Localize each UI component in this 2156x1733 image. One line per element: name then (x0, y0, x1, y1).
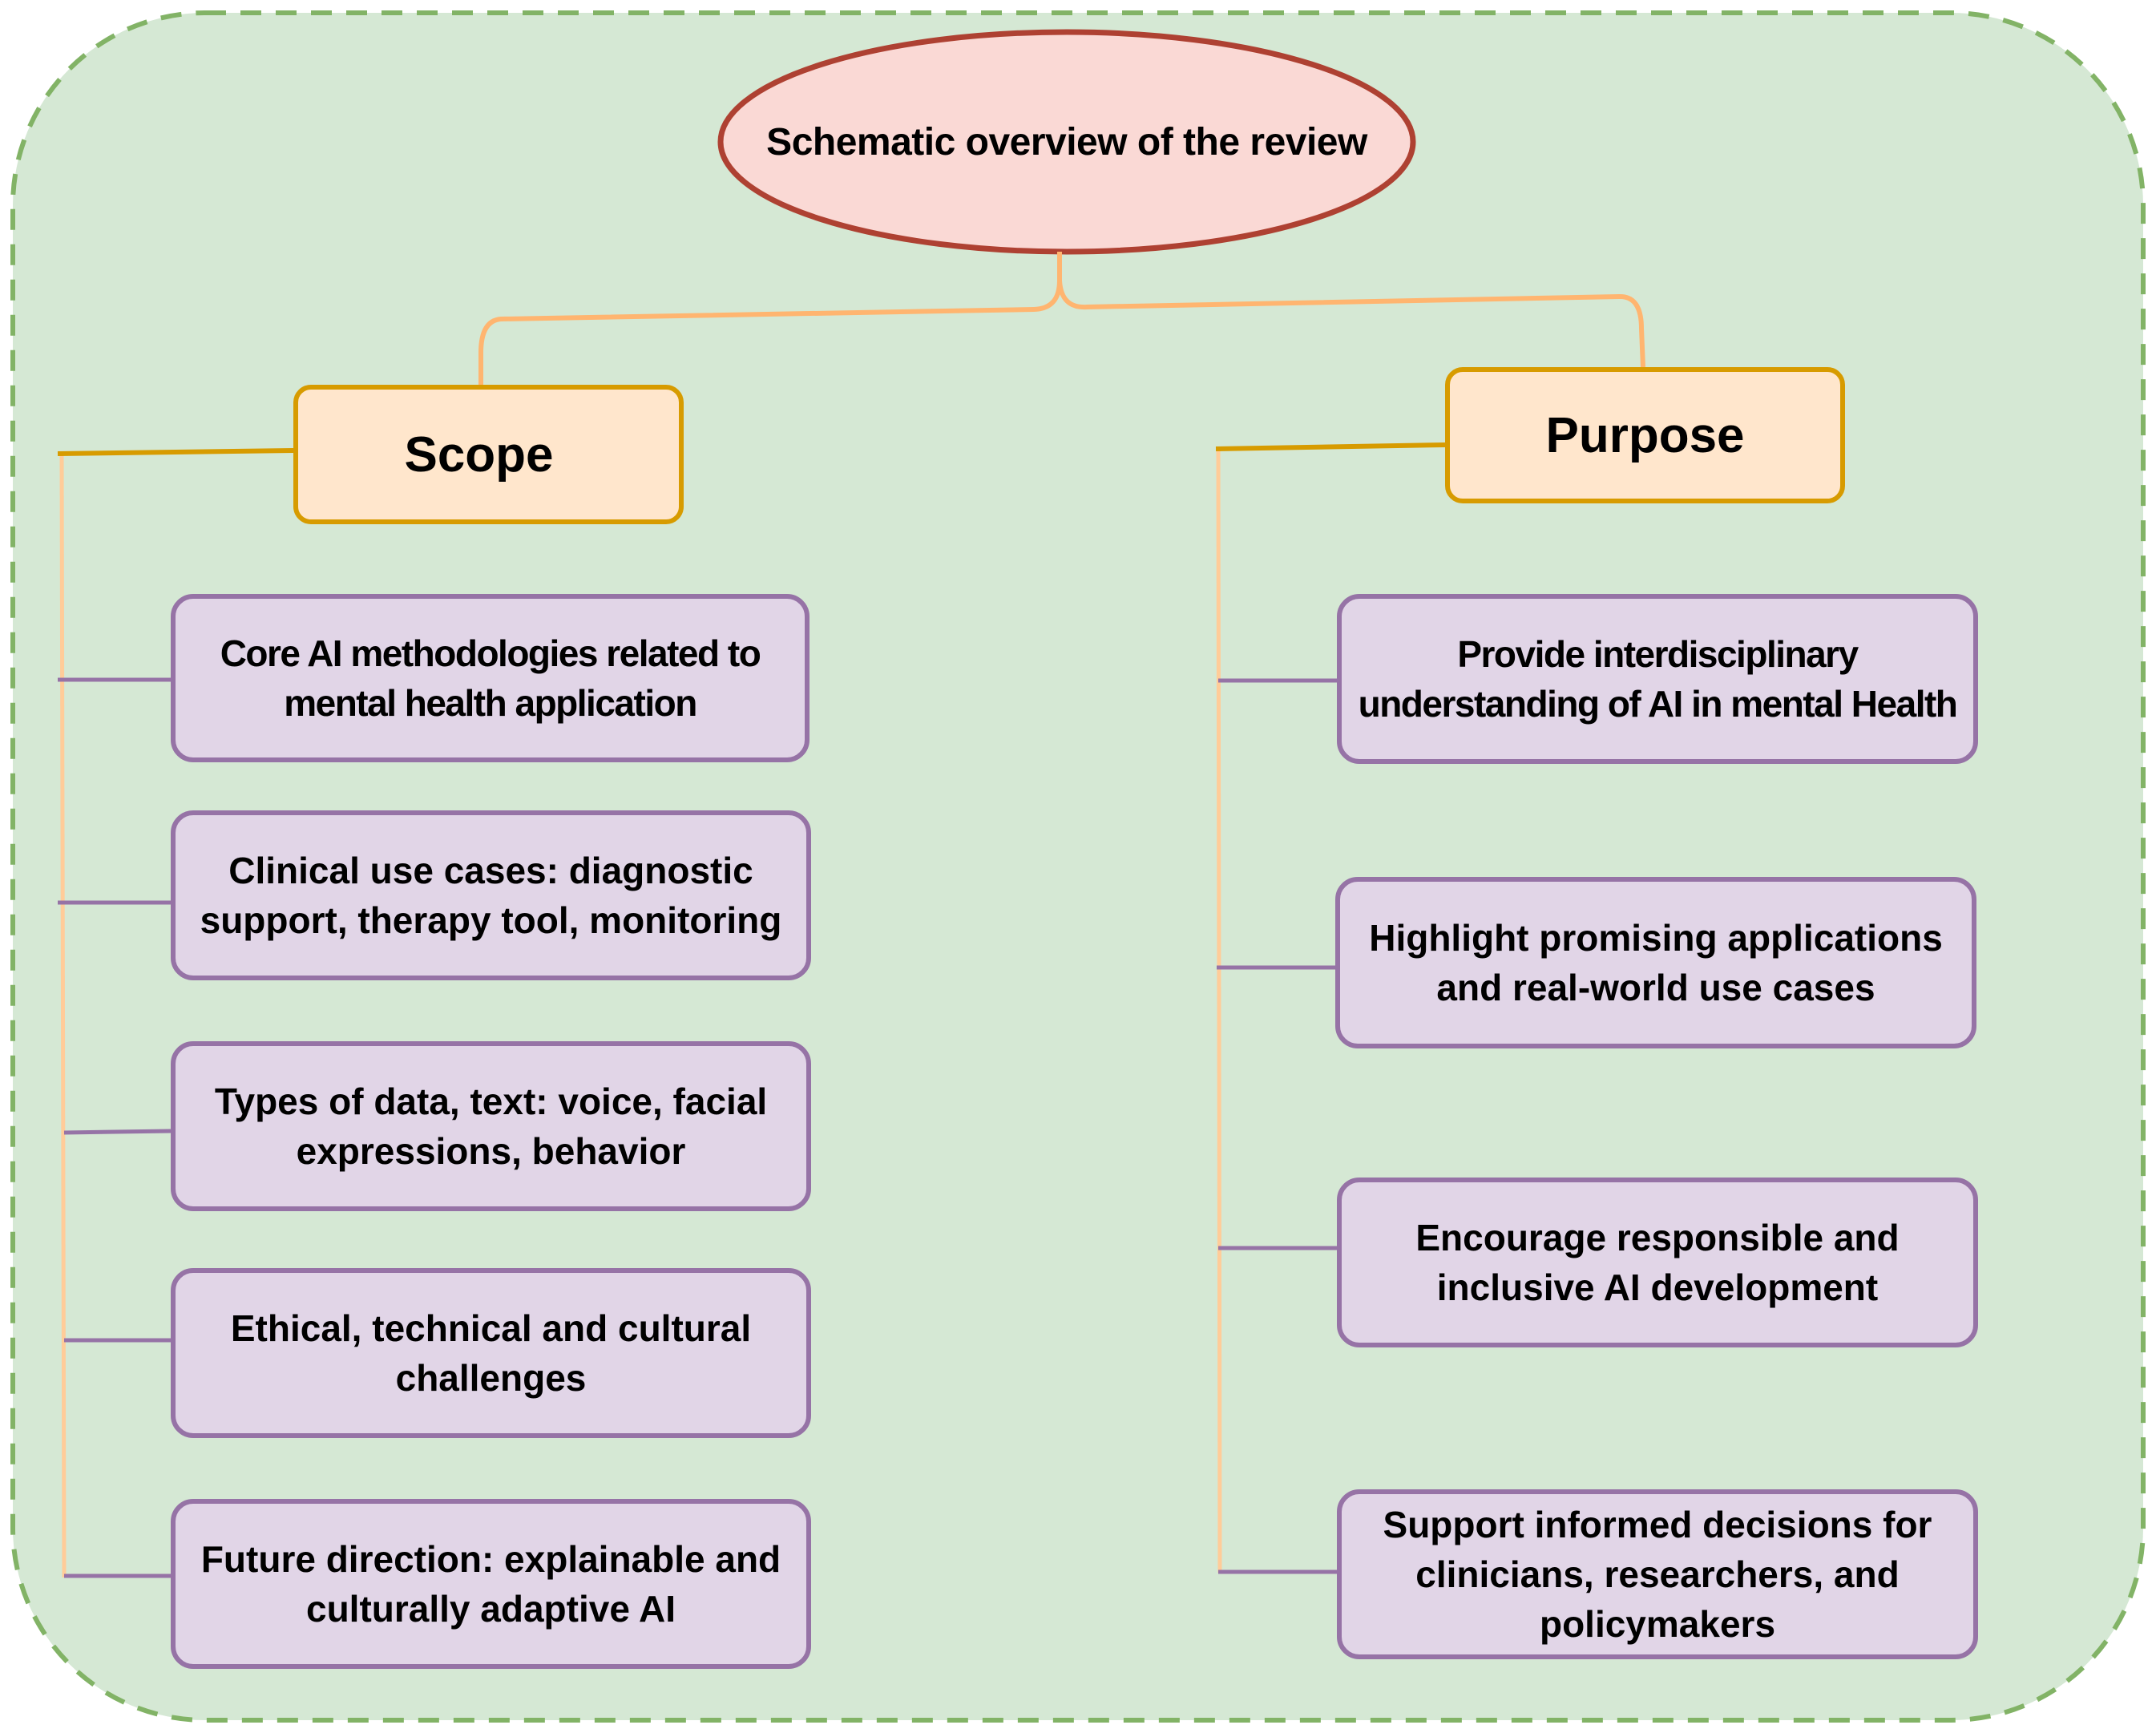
scope-item: Types of data, text: voice, facial expre… (171, 1041, 811, 1211)
branch-connector-purpose (1057, 252, 1645, 368)
purpose-item: Support informed decisions for clinician… (1337, 1489, 1978, 1659)
purpose-item: Encourage responsible and inclusive AI d… (1337, 1178, 1978, 1347)
scope-item-text: Types of data, text: voice, facial expre… (214, 1081, 768, 1172)
purpose-item-text: Encourage responsible and inclusive AI d… (1415, 1217, 1900, 1308)
scope-spine (59, 453, 67, 1578)
scope-item-text: Future direction: explainable and cultur… (200, 1538, 781, 1630)
purpose-spine (1216, 448, 1222, 1573)
purpose-item-text: Support informed decisions for clinician… (1383, 1504, 1932, 1645)
branch-connector-scope (478, 252, 1062, 385)
scope-header-link (57, 448, 294, 456)
purpose-header: Purpose (1445, 367, 1845, 503)
purpose-header-link (1215, 442, 1446, 451)
title-node: Schematic overview of the review (721, 32, 1413, 252)
scope-item-link (63, 1129, 172, 1135)
purpose-item: Provide interdisciplinary understanding … (1337, 594, 1978, 764)
scope-item: Core AI methodologies related to mental … (171, 594, 810, 762)
scope-item-text: Clinical use cases: diagnostic support, … (200, 850, 782, 941)
title-ellipse (717, 29, 1416, 255)
scope-item: Future direction: explainable and cultur… (171, 1499, 811, 1669)
scope-header: Scope (293, 385, 684, 524)
scope-item-text: Ethical, technical and cultural challeng… (230, 1307, 752, 1399)
scope-item-text: Core AI methodologies related to mental … (220, 632, 761, 724)
purpose-header-label: Purpose (1545, 407, 1745, 463)
purpose-item: Highlight promising applications and rea… (1335, 877, 1976, 1048)
purpose-item-text: Highlight promising applications and rea… (1369, 917, 1943, 1008)
diagram-title: Schematic overview of the review (766, 120, 1367, 164)
scope-header-label: Scope (404, 426, 554, 483)
purpose-item-text: Provide interdisciplinary understanding … (1358, 633, 1958, 725)
scope-item: Ethical, technical and cultural challeng… (171, 1268, 811, 1438)
scope-item: Clinical use cases: diagnostic support, … (171, 810, 811, 980)
